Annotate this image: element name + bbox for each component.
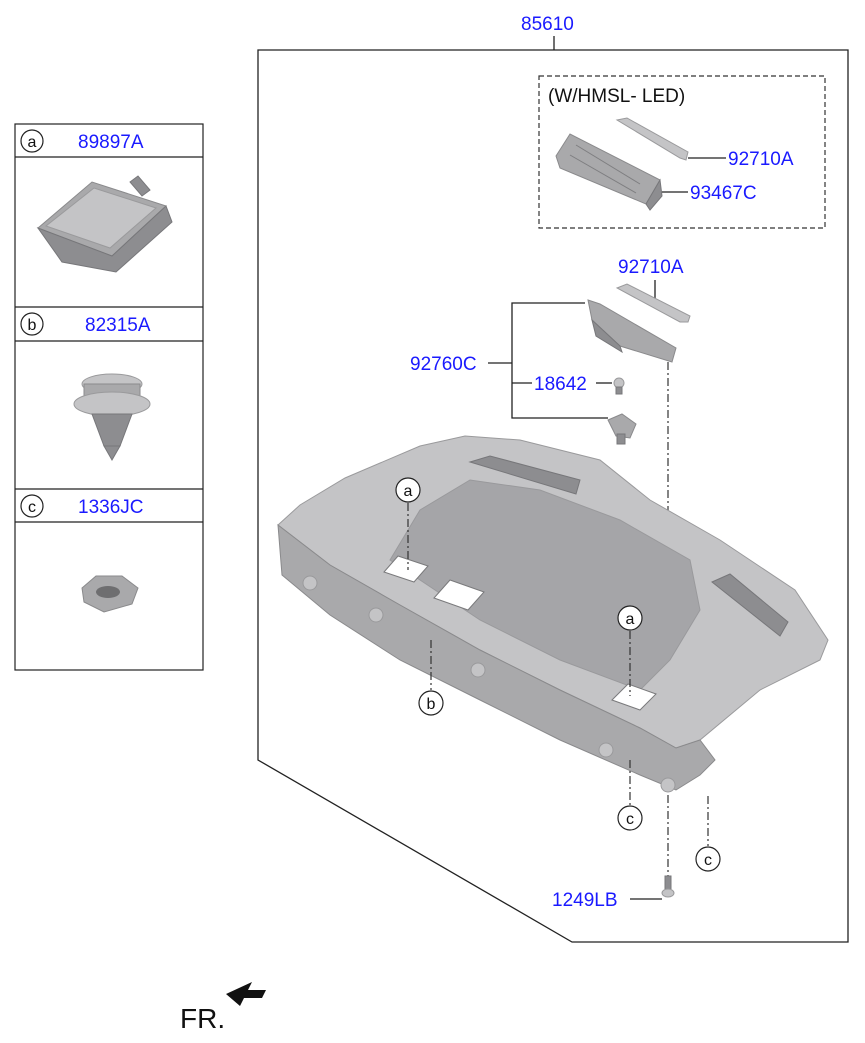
main-part-number[interactable]: 85610: [521, 14, 574, 35]
cover-cap-icon: [36, 175, 173, 273]
package-tray-icon: [277, 435, 829, 793]
callout-a1-circle: [395, 477, 421, 503]
callout-c1-text: c: [626, 811, 634, 828]
screw-icon: [661, 875, 675, 898]
callout-c1-circle: [617, 805, 643, 831]
nut-icon: [81, 575, 139, 613]
bulb-part[interactable]: 18642: [534, 374, 587, 395]
legend-b-key: b: [28, 317, 37, 334]
legend-c-key: c: [28, 499, 36, 516]
lamp-assy-bracket: [511, 302, 608, 419]
legend-a-part[interactable]: 89897A: [78, 132, 144, 153]
screw-part[interactable]: 1249LB: [552, 890, 618, 911]
hmsl-strip-part[interactable]: 92710A: [728, 149, 794, 170]
legend-c-circle: [20, 494, 44, 518]
callout-b-circle: [418, 690, 444, 716]
callout-a2-text: a: [626, 611, 635, 628]
hmsl-lamp-part[interactable]: 93467C: [690, 183, 757, 204]
callout-c2-text: c: [704, 852, 712, 869]
socket-icon: [607, 413, 637, 445]
hmsl-lamp-icon: [555, 133, 663, 211]
legend-a-circle: [20, 129, 44, 153]
callout-a1-text: a: [404, 483, 413, 500]
strip-part[interactable]: 92710A: [618, 257, 684, 278]
legend-a-key: a: [28, 134, 37, 151]
option-box: [538, 75, 826, 229]
lamp-assy-icon: [587, 299, 677, 363]
callout-c2-circle: [695, 846, 721, 872]
legend-c-part[interactable]: 1336JC: [78, 497, 144, 518]
main-boundary: [257, 49, 849, 943]
front-label: FR.: [180, 1003, 225, 1034]
hmsl-strip-icon: [615, 117, 689, 161]
legend-table: [14, 123, 204, 671]
legend-b-circle: [20, 312, 44, 336]
callout-a2-circle: [617, 605, 643, 631]
strip-icon: [615, 283, 691, 323]
bulb-icon: [613, 377, 625, 395]
push-clip-icon: [73, 373, 151, 462]
legend-b-part[interactable]: 82315A: [85, 315, 151, 336]
option-label: (W/HMSL- LED): [548, 86, 685, 107]
front-arrow-icon: [226, 982, 266, 1006]
lamp-assy-part[interactable]: 92760C: [410, 354, 477, 375]
callout-b-text: b: [427, 696, 436, 713]
